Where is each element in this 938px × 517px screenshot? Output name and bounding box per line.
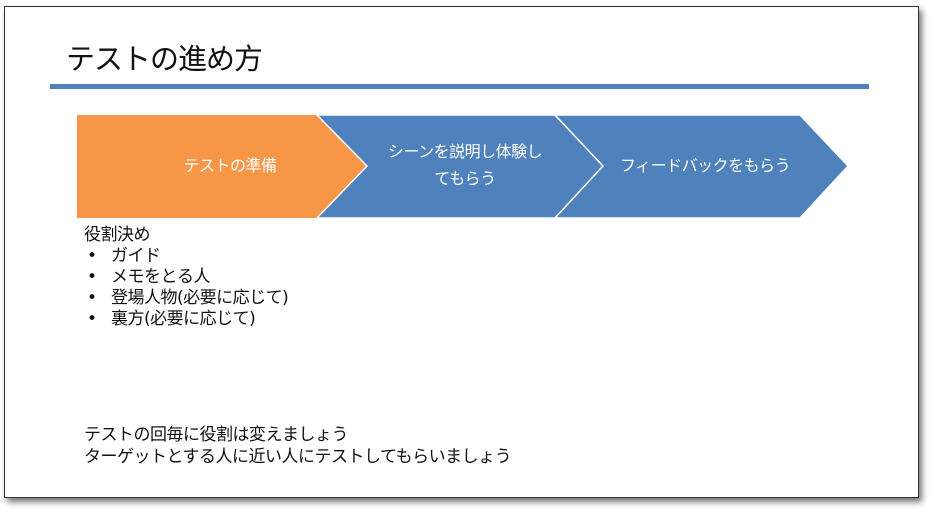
slide-title: テストの進め方 bbox=[66, 42, 263, 76]
roles-heading: 役割決め bbox=[84, 225, 151, 245]
list-item-text: 登場人物(必要に応じて) bbox=[111, 288, 289, 308]
list-item: • 裏方(必要に応じて) bbox=[84, 309, 288, 330]
bullet-icon: • bbox=[87, 309, 97, 329]
title-divider bbox=[50, 84, 869, 89]
note-line: ターゲットとする人に近い人にテストしてもらいましょう bbox=[84, 447, 512, 467]
step-1-chevron bbox=[77, 115, 367, 218]
list-item-text: ガイド bbox=[111, 246, 161, 266]
roles-list: • ガイド • メモをとる人 • 登場人物(必要に応じて) • 裏方(必要に応じて) bbox=[84, 246, 289, 330]
bullet-icon: • bbox=[87, 246, 97, 266]
bullet-icon: • bbox=[87, 288, 97, 308]
step-2-line-2: てもらう bbox=[434, 169, 496, 188]
step-3-chevron bbox=[553, 114, 850, 219]
step-1-label: テストの準備 bbox=[183, 156, 277, 175]
step-3-label: フィードバックをもらう bbox=[619, 156, 791, 175]
notes: テストの回毎に役割は変えましょう ターゲットとする人に近い人にテストしてもらいま… bbox=[84, 424, 512, 468]
list-item-text: 裏方(必要に応じて) bbox=[111, 309, 256, 329]
list-item-text: メモをとる人 bbox=[111, 267, 211, 287]
step-2-label: シーンを説明し体験し てもらう bbox=[360, 138, 570, 192]
bullet-icon: • bbox=[87, 267, 97, 287]
list-item: • メモをとる人 bbox=[84, 267, 288, 288]
list-item: • ガイド bbox=[84, 246, 288, 267]
step-2-line-1: シーンを説明し体験し bbox=[387, 142, 543, 161]
roles-section: 役割決め • ガイド • メモをとる人 • 登場人物(必要に応じて) • 裏方(必要に応… bbox=[84, 225, 289, 330]
list-item: • 登場人物(必要に応じて) bbox=[84, 288, 289, 309]
note-line: テストの回毎に役割は変えましょう bbox=[84, 425, 349, 445]
